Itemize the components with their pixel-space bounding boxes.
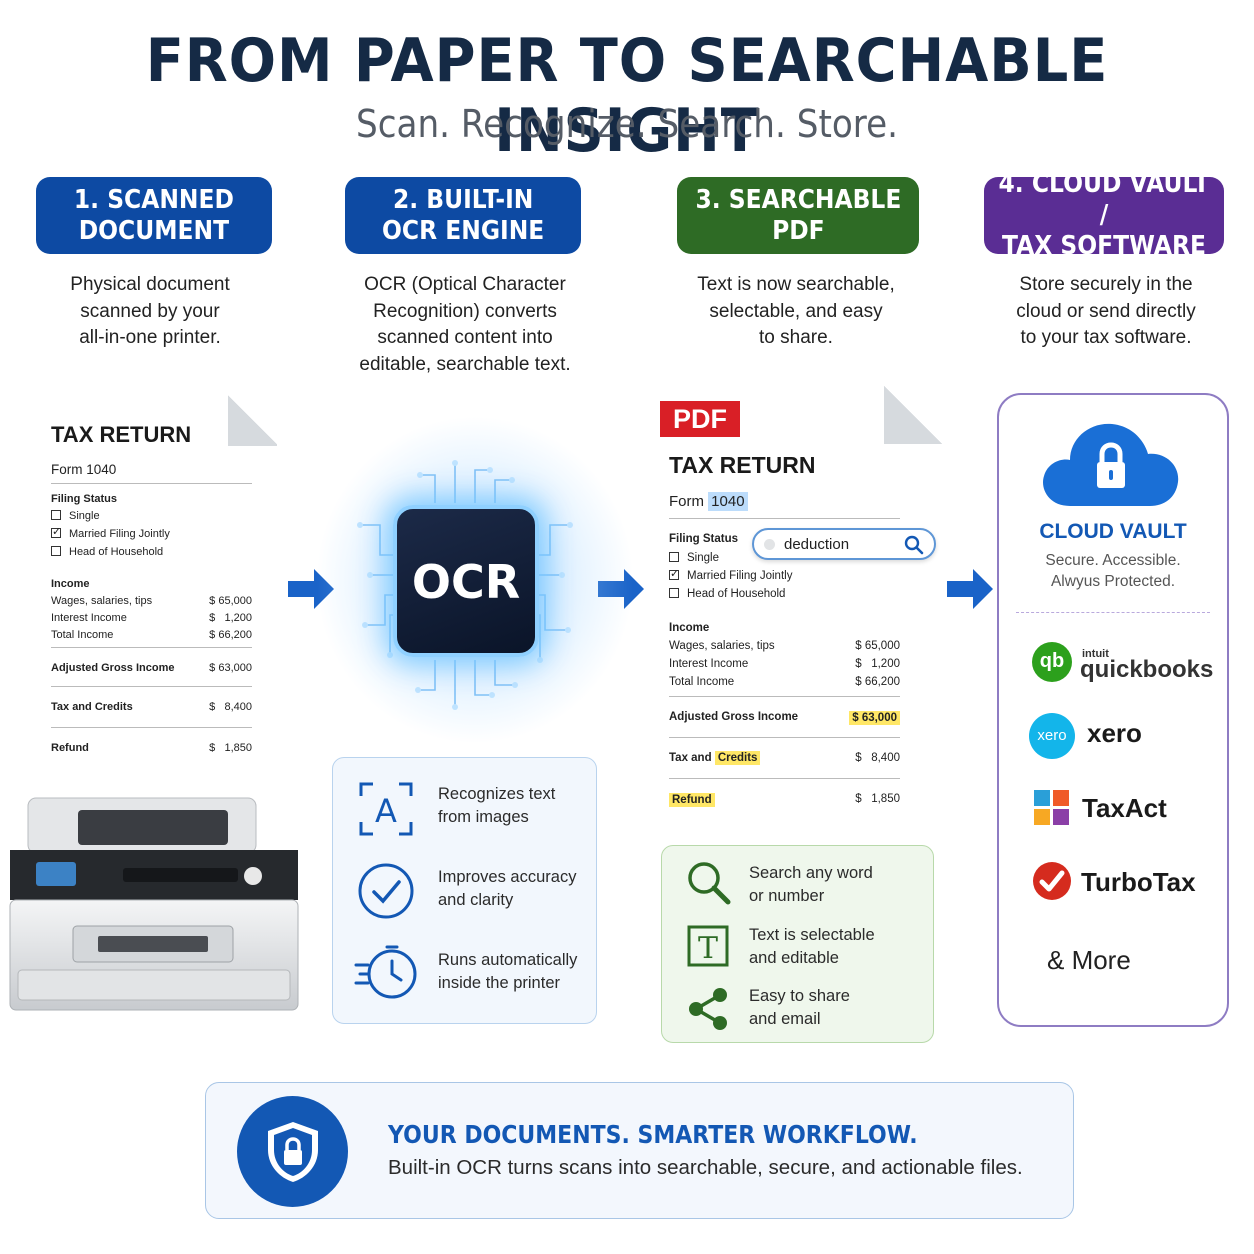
- taxact-logo-icon: [1034, 790, 1069, 825]
- more-label: & More: [1047, 945, 1131, 975]
- turbotax-logo-icon: [1033, 862, 1071, 900]
- checkbox-checked-icon: [669, 567, 679, 580]
- printer-icon: [9, 797, 299, 1011]
- ocr-features-panel: [332, 757, 597, 1024]
- checkbox-icon: [51, 510, 61, 521]
- form-number: 1040: [86, 462, 117, 477]
- form-label: Form: [669, 493, 704, 510]
- doc-title: TAX RETURN: [669, 452, 816, 478]
- agi-row: Adjusted Gross Income$ 63,000: [51, 662, 252, 674]
- scanned-document: [33, 394, 277, 790]
- arrow-right-icon: [947, 569, 993, 609]
- cloud-lock-icon: [1043, 423, 1179, 506]
- svg-text:A: A: [375, 792, 397, 830]
- text-recognition-icon: A: [359, 782, 413, 836]
- checkbox-icon: [51, 546, 61, 557]
- scanned-document-content: TAX RETURN Form 1040 Filing Status Singl…: [51, 422, 252, 754]
- page-fold-icon: [228, 394, 277, 446]
- search-icon: [688, 862, 731, 905]
- searchable-pdf-document: [649, 386, 942, 828]
- check-circle-icon: [358, 863, 414, 919]
- pdf-search-bar[interactable]: deduction: [752, 528, 936, 560]
- search-dot-icon: [764, 539, 775, 550]
- income-label: Income: [51, 578, 90, 590]
- bottom-banner: [205, 1082, 1074, 1219]
- cloud-vault-title: CLOUD VAULT: [1039, 520, 1187, 543]
- checkbox-checked-icon: [51, 525, 61, 539]
- search-input[interactable]: deduction: [784, 536, 850, 553]
- refund-row: Refund$ 1,850: [51, 742, 252, 754]
- shield-lock-icon: [268, 1122, 318, 1182]
- pdf-document-content: TAX RETURN Form 1040 Filing Status Singl…: [669, 452, 900, 807]
- xero-logo-icon: xero: [1029, 713, 1075, 759]
- table-row: Total Income$ 66,200: [669, 676, 900, 688]
- timer-icon: [354, 945, 417, 999]
- table-row: Wages, salaries, tips$ 65,000: [669, 640, 900, 652]
- option-head-household: Head of Household: [51, 546, 252, 558]
- agi-row: Adjusted Gross Income$ 63,000: [669, 711, 900, 725]
- filing-status-label: Filing Status: [669, 533, 738, 545]
- text-select-icon: T: [687, 925, 729, 967]
- table-row: Wages, salaries, tips$ 65,000: [51, 595, 252, 607]
- form-number-highlight: 1040: [708, 492, 748, 511]
- pdf-badge: PDF: [660, 401, 740, 437]
- banner-title: YOUR DOCUMENTS. SMARTER WORKFLOW.: [388, 1120, 918, 1149]
- tax-row: Tax and Credits$ 8,400: [51, 701, 252, 713]
- table-row: Total Income$ 66,200: [51, 629, 252, 641]
- income-label: Income: [669, 622, 710, 634]
- svg-text:T: T: [698, 931, 718, 966]
- checkbox-icon: [669, 551, 679, 562]
- option-married: Married Filing Jointly: [51, 525, 252, 540]
- step-3-description: Text is now searchable,selectable, and e…: [697, 274, 895, 348]
- option-single: Single: [51, 510, 252, 522]
- checkbox-icon: [669, 587, 679, 598]
- option-single: Single: [669, 551, 900, 564]
- page-fold-icon: [884, 386, 942, 444]
- ocr-chip-label: OCR: [411, 555, 521, 609]
- page-subtitle: Scan. Recognize. Search. Store.: [355, 102, 898, 146]
- quickbooks-logo-icon: qb: [1032, 642, 1072, 682]
- intuit-label: intuit: [1082, 648, 1109, 660]
- share-icon: [689, 988, 727, 1030]
- tax-row: Tax and Credits$ 8,400: [669, 751, 900, 765]
- taxact-name: TaxAct: [1082, 793, 1167, 823]
- quickbooks-name: quickbooks: [1080, 656, 1214, 683]
- option-head-household: Head of Household: [669, 587, 900, 600]
- banner-subtitle: Built-in OCR turns scans into searchable…: [388, 1156, 1023, 1179]
- cloud-vault-tagline: Secure. Accessible.Alwyus Protected.: [1045, 552, 1181, 590]
- page-title: FROM PAPER TO SEARCHABLE INSIGHT: [145, 26, 1109, 166]
- search-icon[interactable]: [904, 535, 924, 555]
- refund-row: Refund$ 1,850: [669, 793, 900, 807]
- table-row: Interest Income$ 1,200: [669, 658, 900, 670]
- filing-status-label: Filing Status: [51, 493, 117, 505]
- option-married: Married Filing Jointly: [669, 567, 900, 582]
- table-row: Interest Income$ 1,200: [51, 612, 252, 624]
- form-label: Form: [51, 462, 83, 477]
- doc-title: TAX RETURN: [51, 422, 192, 447]
- turbotax-name: TurboTax: [1081, 867, 1196, 897]
- pdf-features-panel: [661, 845, 934, 1043]
- divider: [1016, 612, 1210, 613]
- ocr-chip-icon: [393, 505, 539, 657]
- xero-name: xero: [1087, 718, 1142, 748]
- step-4-header: 4. CLOUD VAULT /TAX SOFTWARE: [984, 169, 1224, 261]
